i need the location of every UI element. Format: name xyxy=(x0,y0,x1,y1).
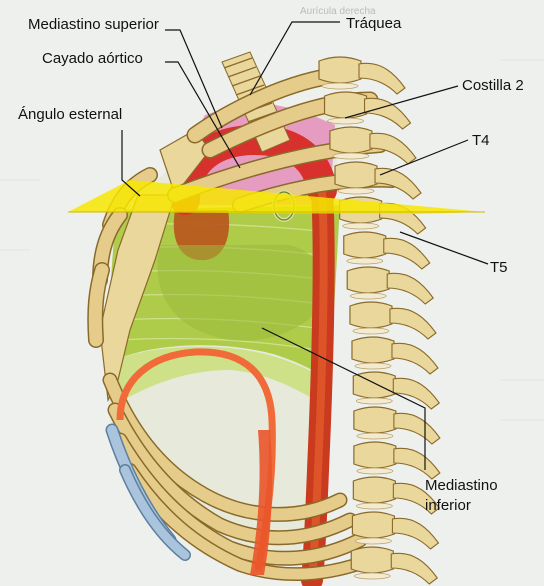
vertebral-body xyxy=(318,56,362,84)
intervertebral-disc xyxy=(355,537,392,545)
intervertebral-disc xyxy=(355,502,393,510)
vertebral-body xyxy=(351,336,395,364)
spinous-process xyxy=(386,272,434,305)
vertebral-body xyxy=(353,406,397,434)
vertebral-body xyxy=(349,301,393,329)
vertebral-body xyxy=(351,511,396,539)
vertebral-body xyxy=(353,441,397,469)
transverse-thoracic-plane xyxy=(68,180,485,214)
label-cayado-aortico: Cayado aórtico xyxy=(42,50,143,67)
background-caption: Aurícula derecha xyxy=(300,6,376,17)
descending-aorta-highlight xyxy=(308,189,328,581)
spinous-process xyxy=(390,552,439,585)
spinous-process xyxy=(389,307,437,340)
label-angulo-esternal: Ángulo esternal xyxy=(18,106,122,123)
diaphragm-crus xyxy=(250,430,272,575)
intervertebral-disc xyxy=(356,432,394,440)
intervertebral-disc xyxy=(327,117,364,125)
spinous-process xyxy=(374,167,422,200)
intervertebral-disc xyxy=(349,292,387,300)
spinous-process xyxy=(391,342,439,375)
inferior-mediastinum-lower xyxy=(112,346,328,405)
spinous-process xyxy=(392,482,441,515)
intervertebral-disc xyxy=(337,187,375,195)
label-t4: T4 xyxy=(472,132,490,149)
spinous-process xyxy=(391,517,440,550)
vertebral-body xyxy=(323,91,368,119)
spinous-process xyxy=(392,377,441,410)
vertebral-body xyxy=(343,231,387,259)
spinous-process xyxy=(393,412,441,445)
costal-cartilages xyxy=(105,423,191,561)
label-costilla-2: Costilla 2 xyxy=(462,77,524,94)
label-t5: T5 xyxy=(490,259,508,276)
vertebral-body xyxy=(346,266,390,294)
spinous-process xyxy=(393,447,441,480)
heart-shadow xyxy=(157,245,330,341)
vertebral-body xyxy=(352,476,396,504)
intervertebral-disc xyxy=(352,327,390,335)
intervertebral-disc xyxy=(342,222,380,230)
background-lines xyxy=(0,59,544,421)
intervertebral-disc xyxy=(354,362,392,370)
intervertebral-disc xyxy=(332,152,370,160)
leader-lines xyxy=(121,21,489,470)
intervertebral-disc xyxy=(355,397,393,405)
spinous-process xyxy=(383,237,431,270)
vertebral-body xyxy=(334,161,378,189)
label-mediastino-superior: Mediastino superior xyxy=(28,16,159,33)
label-traquea: Tráquea xyxy=(346,15,402,32)
spinous-process xyxy=(358,62,406,95)
label-mediastino-inferior-line1: Mediastino xyxy=(425,477,498,494)
label-mediastino-inferior-line2: inferior xyxy=(425,497,471,514)
intervertebral-disc xyxy=(353,572,391,580)
intervertebral-disc xyxy=(356,467,394,475)
vertebral-body xyxy=(329,126,373,154)
vertebral-body xyxy=(350,546,394,574)
intervertebral-disc xyxy=(346,257,384,265)
intervertebral-disc xyxy=(321,82,359,90)
spinous-process xyxy=(363,97,412,130)
